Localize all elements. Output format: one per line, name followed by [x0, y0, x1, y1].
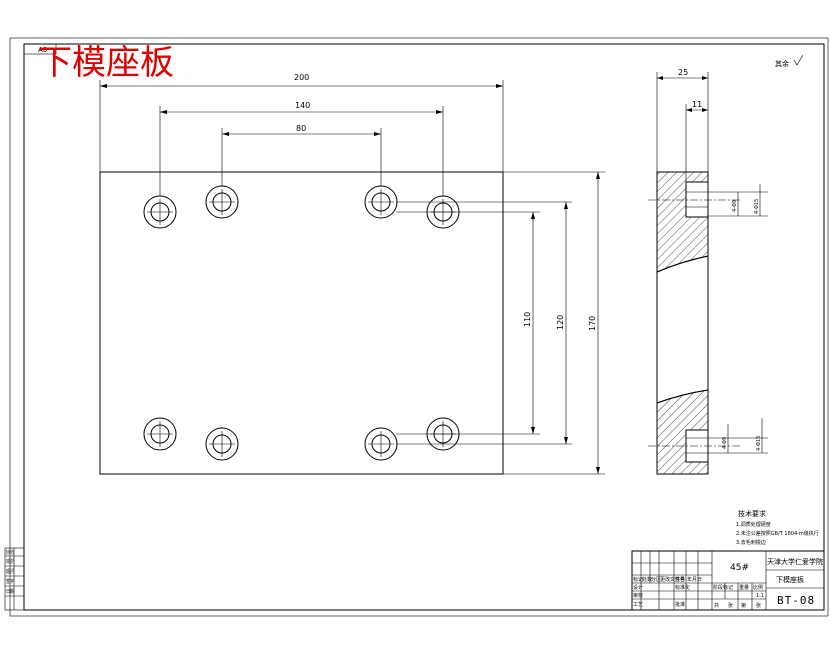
roughness-symbol-icon	[793, 54, 804, 66]
callout-bottom-label: 4-Φ15	[756, 436, 762, 451]
outer-border	[9, 37, 829, 617]
dim-overall-width: 200	[99, 73, 504, 172]
tech-requirement-1: 1.调质处理硬度	[736, 521, 771, 528]
row-label-change-doc: 更改文件号	[660, 576, 685, 583]
sheet-label-sheet: 张	[756, 602, 761, 609]
sheet-label-total: 共	[714, 602, 719, 609]
plate-outline	[99, 171, 504, 475]
dim-vertical-120-label: 120	[556, 315, 565, 330]
sheet-label-sheets: 张	[728, 602, 733, 609]
tech-requirements-heading: 技术要求	[738, 509, 766, 518]
stage-label-scale: 比例	[753, 584, 763, 591]
scale-value: 1:1	[756, 593, 764, 599]
callout-top: 4-Φ9 4-Φ15	[708, 184, 768, 217]
role-label-design: 设计	[633, 584, 643, 591]
side-section-view	[648, 171, 740, 475]
hole-inner-top-right	[364, 185, 398, 219]
row-label-zone: 分区	[651, 576, 661, 583]
hole-inner-bottom-right	[364, 427, 398, 461]
strip-label-common: 借(通)用件登记	[6, 549, 14, 556]
strip-label-sign: 签字	[6, 578, 14, 585]
inner-border	[23, 43, 825, 611]
dim-overall-width-label: 200	[294, 73, 309, 82]
dim-inner-hole-spacing: 80	[221, 124, 382, 186]
hole-inner-top-left	[205, 185, 239, 219]
roughness-note: 其余	[775, 59, 789, 68]
dim-inner-hole-spacing-label: 80	[296, 124, 306, 133]
dim-side-thickness: 25	[656, 68, 709, 172]
tech-requirement-3: 3.去毛刺锐边	[736, 539, 766, 546]
callout-bottom-small-label: 4-Φ9	[722, 437, 728, 449]
dim-vertical-110-label: 110	[523, 312, 532, 327]
strip-label-total: 底图总号	[6, 568, 14, 575]
dim-outer-hole-spacing-label: 140	[295, 101, 310, 110]
dim-vertical-170-label: 170	[588, 316, 597, 331]
title-block: 标记 处数 分区 更改文件号 签名 年月日 设计 审核 工艺 标准化 批准 阶段…	[631, 550, 825, 611]
stage-label-weight: 重量	[739, 584, 749, 591]
school-name: 天津大学仁爱学院	[767, 557, 823, 566]
dim-counterbore-depth: 11	[685, 100, 708, 182]
tech-requirement-2: 2.未注公差按照GB/T 1804-m级执行	[736, 530, 819, 537]
stage-label-mark: 阶段标记	[713, 584, 733, 591]
row-label-date: 年月日	[687, 576, 702, 583]
role-label-process: 工艺	[633, 602, 643, 608]
callout-bottom: 4-Φ9 4-Φ15	[708, 418, 768, 454]
drawing-title: 下模座板	[38, 43, 174, 83]
dim-vertical-110: 110	[396, 211, 540, 435]
strip-label-date: 日期	[6, 589, 14, 595]
dim-side-thickness-label: 25	[678, 68, 688, 77]
sheet-size-label: A0	[38, 46, 47, 54]
row-label-count: 处数	[642, 576, 652, 583]
callout-top-small-label: 4-Φ9	[732, 200, 738, 212]
holes	[143, 185, 460, 461]
hole-outer-bottom-left	[143, 417, 177, 451]
role-label-review: 审核	[633, 592, 643, 599]
sheet-label-no: 第	[741, 602, 746, 609]
role-label-standard: 标准化	[675, 584, 690, 591]
dim-outer-hole-spacing: 140	[159, 101, 444, 196]
strip-label-old-total: 旧底图总号	[6, 558, 14, 565]
material: 45#	[730, 563, 749, 573]
dim-vertical-120: 120	[396, 201, 572, 445]
dim-counterbore-depth-label: 11	[692, 100, 702, 109]
left-binding-strip: 借(通)用件登记 旧底图总号 底图总号 签字 日期	[4, 547, 25, 611]
dim-vertical-170: 170	[503, 171, 605, 475]
row-label-signature: 签名	[675, 576, 685, 583]
drawing-number: BT-08	[777, 594, 815, 607]
tech-requirements: 技术要求 1.调质处理硬度 2.未注公差按照GB/T 1804-m级执行 3.去…	[736, 509, 819, 546]
sheet-size-box	[23, 43, 57, 55]
callout-top-label: 4-Φ15	[754, 199, 760, 214]
row-label-mark: 标记	[633, 576, 643, 583]
role-label-approve: 批准	[675, 601, 685, 608]
hole-inner-bottom-left	[205, 427, 239, 461]
part-name: 下模座板	[776, 575, 804, 584]
hole-outer-top-left	[143, 195, 177, 229]
